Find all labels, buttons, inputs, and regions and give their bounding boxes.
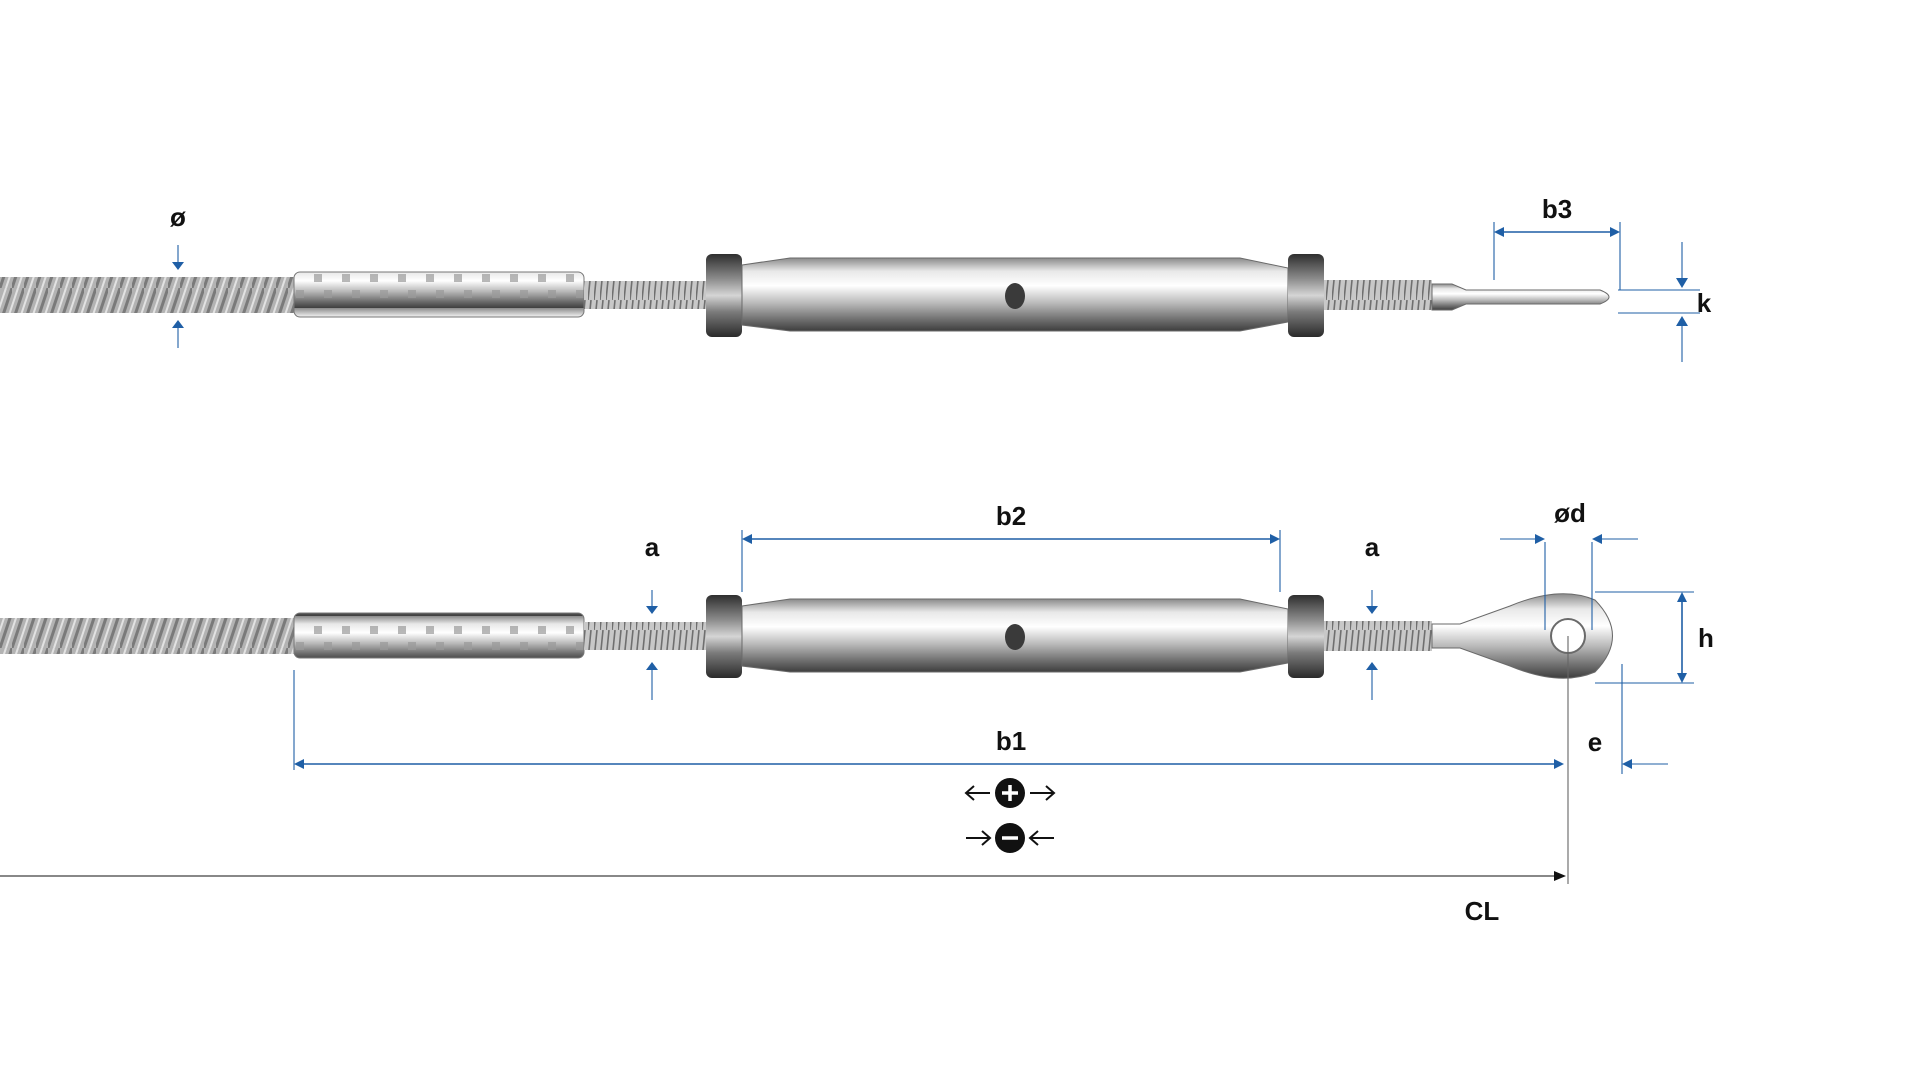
top-body-hole [1005,283,1025,309]
top-right-nut [1288,254,1324,337]
bottom-left-nut [706,595,742,678]
top-right-thread [1324,280,1432,310]
label-a-left: a [645,532,660,562]
label-h: h [1698,623,1714,653]
tighten-indicator [964,778,1056,808]
arrow-right-icon [1030,785,1056,801]
bottom-right-nut [1288,595,1324,678]
label-diameter: ø [170,202,186,232]
bottom-eye-end [1431,593,1613,679]
bottom-cable [0,618,298,654]
bottom-left-thread [584,622,708,650]
arrow-left-in-icon [1028,830,1054,846]
top-left-nut [706,254,742,337]
loosen-indicator [966,823,1054,853]
label-a-right: a [1365,532,1380,562]
label-cl: CL [1465,896,1500,926]
arrow-right-in-icon [966,830,992,846]
bottom-assembly [0,593,1613,679]
label-k: k [1697,288,1712,318]
bottom-swage-sleeve [293,612,585,659]
top-eye-end-side [1431,283,1610,311]
top-cable [0,277,298,313]
label-b3: b3 [1542,194,1572,224]
label-b2: b2 [996,501,1026,531]
label-b1: b1 [996,726,1026,756]
top-left-thread [584,281,708,309]
label-e: e [1588,727,1602,757]
label-diameter-d: ød [1554,498,1586,528]
bottom-body-hole [1005,624,1025,650]
arrow-left-icon [964,785,990,801]
dimension-lines [0,222,1700,884]
top-swage-sleeve [293,271,585,318]
top-assembly [0,254,1610,337]
bottom-right-thread [1324,621,1432,651]
